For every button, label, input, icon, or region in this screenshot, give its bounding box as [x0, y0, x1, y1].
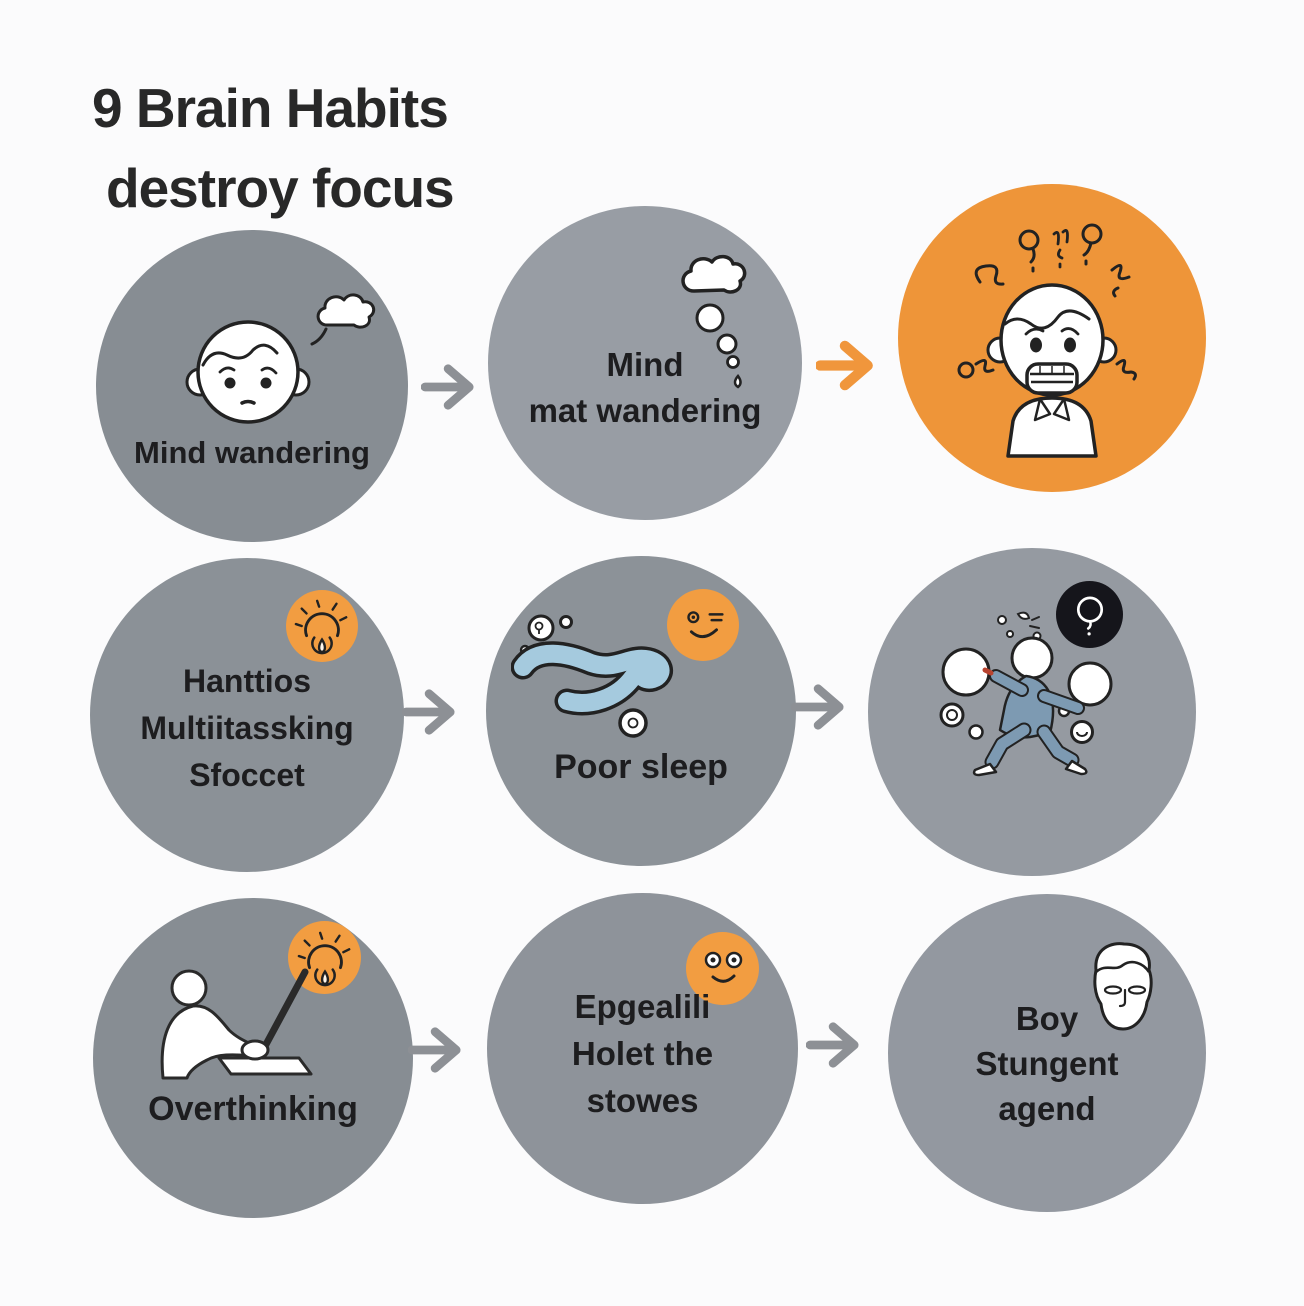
circle-label: Hanttios Multiitassking Sfoccet — [140, 663, 354, 793]
habit-circle-stressed-person — [898, 184, 1206, 492]
title-line-2: destroy focus — [106, 157, 455, 219]
page-title: 9 Brain Habits destroy focus — [92, 68, 455, 228]
habit-circle-epgealili: Epgealili Holet the stowes — [487, 893, 798, 1204]
flow-arrow-2-orange — [816, 340, 873, 391]
circle-label: Mind mat wandering — [528, 346, 762, 429]
lightbulb-doodle-icon — [297, 931, 350, 986]
worried-face-thought-bubble-icon — [185, 293, 376, 424]
habit-circle-multitasking: Hanttios Multiitassking Sfoccet — [90, 558, 404, 872]
flow-arrow-6 — [806, 1022, 859, 1068]
flow-arrow-5 — [408, 1027, 461, 1073]
smiley-face-icon — [704, 951, 742, 983]
circle-label: Overthinking — [148, 1090, 358, 1128]
flow-arrow-3 — [402, 689, 455, 735]
thought-cloud-bubbles-icon — [681, 254, 747, 389]
sleep-squiggle-icon — [511, 614, 673, 738]
lightbulb-doodle-badge — [286, 590, 358, 662]
circle-label: Mind wandering — [134, 435, 370, 470]
circle-label: Epgealili Holet the stowes — [571, 988, 714, 1119]
habit-circle-mind-mat-wandering: Mind mat wandering — [488, 206, 802, 520]
habit-circle-overthinking: Overthinking — [93, 898, 413, 1218]
winking-face-badge — [667, 589, 739, 661]
juggling-figure-icon — [939, 611, 1113, 777]
smiley-face-badge — [686, 932, 759, 1005]
habit-circle-mind-wandering: Mind wandering — [96, 230, 408, 542]
habit-circle-boy-stungent: Boy Stungent agend — [888, 894, 1206, 1212]
habit-circle-poor-sleep: Poor sleep — [486, 556, 796, 866]
flow-arrow-4 — [791, 684, 844, 730]
stressed-person-questions-icon — [957, 223, 1137, 458]
lightbulb-doodle-icon — [294, 599, 348, 655]
circle-label: Boy Stungent agend — [975, 1000, 1119, 1127]
lightbulb-question-badge — [1056, 581, 1123, 648]
flow-arrow-1 — [421, 364, 474, 410]
habit-circle-juggling — [868, 548, 1196, 876]
person-at-laptop-icon — [160, 968, 313, 1080]
title-line-1: 9 Brain Habits — [92, 77, 449, 139]
lightbulb-question-icon — [1076, 596, 1103, 636]
sleepy-face-outline-icon — [1093, 942, 1153, 1031]
circle-label: Poor sleep — [554, 748, 728, 786]
winking-face-icon — [687, 611, 724, 639]
